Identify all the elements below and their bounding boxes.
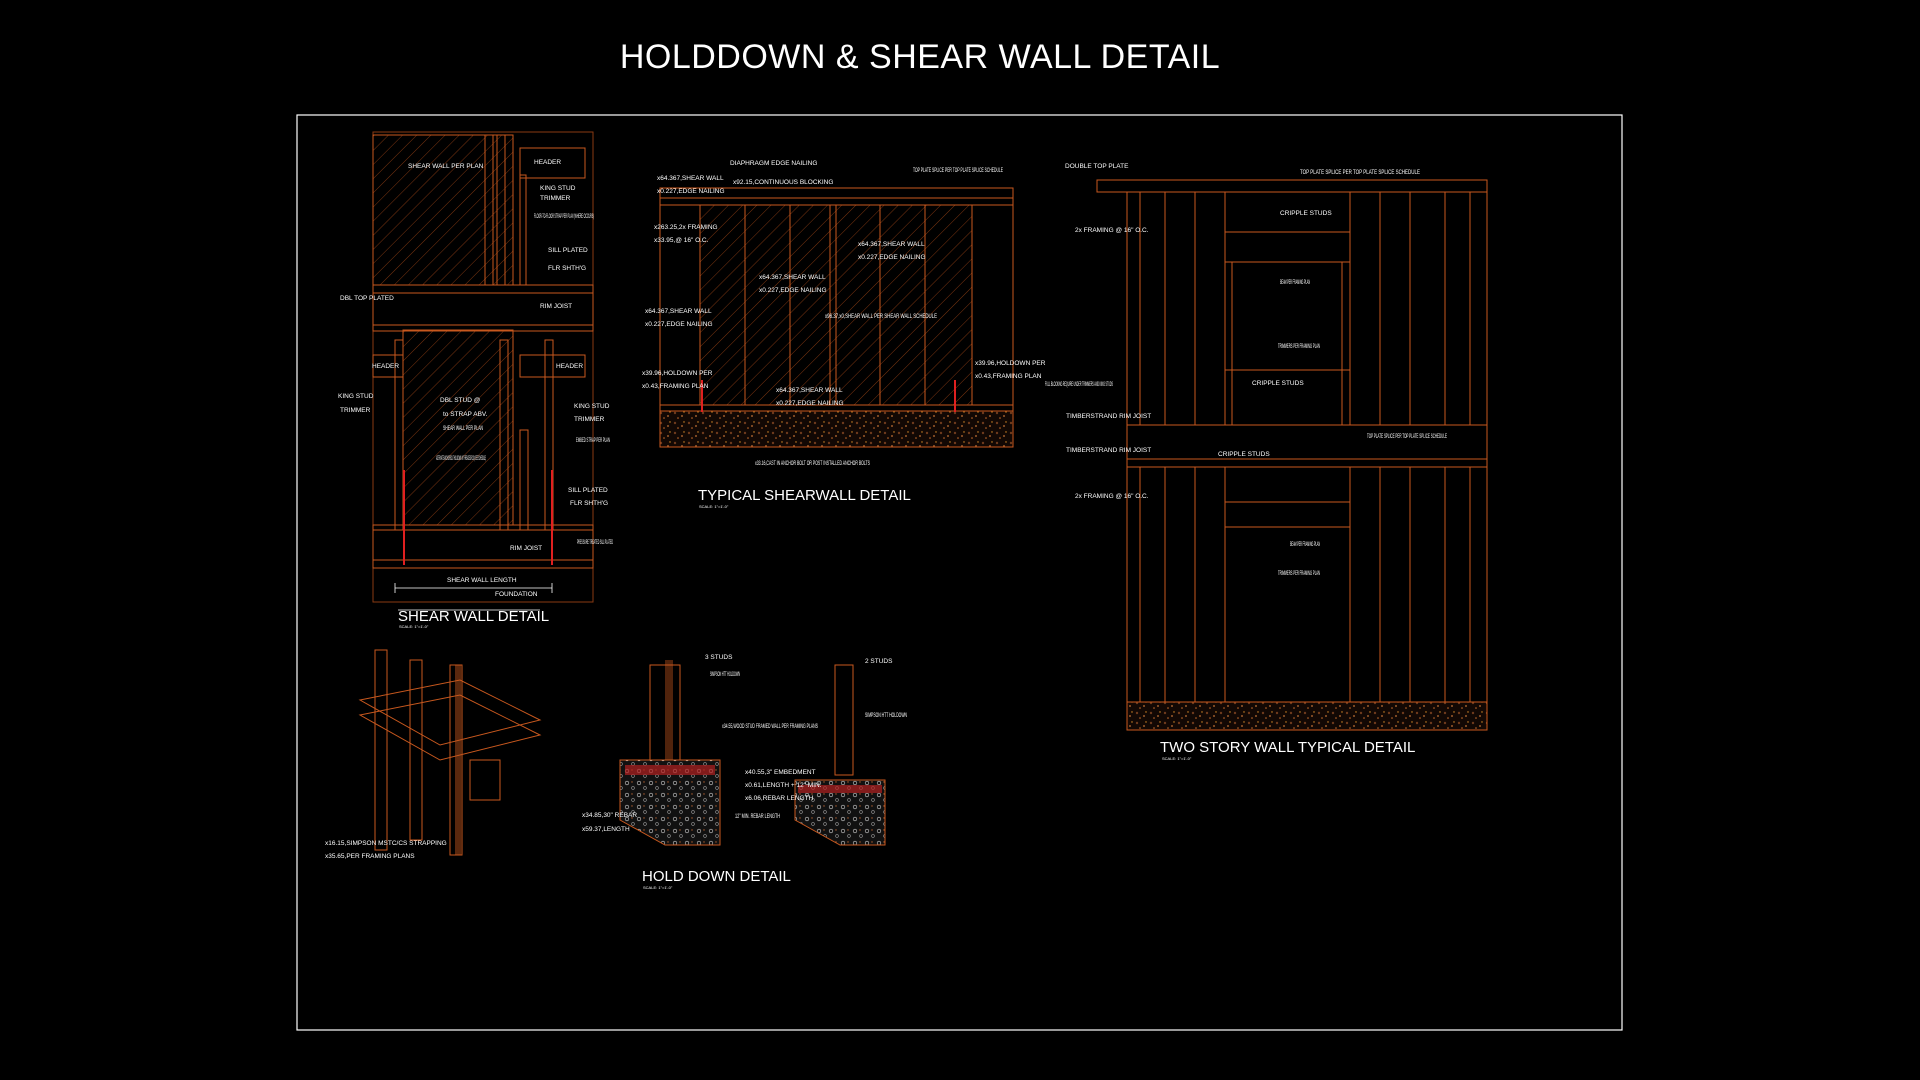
- callout: EMBED STRAP PER PLAN: [576, 437, 610, 444]
- callout: CRIPPLE STUDS: [1218, 451, 1270, 458]
- callout: FLR SHTH'G: [548, 265, 586, 272]
- callout: DBL STUD @: [440, 397, 481, 404]
- callout: 2x FRAMING @ 16" O.C.: [1075, 493, 1149, 500]
- shear-wall-detail[interactable]: [372, 131, 594, 611]
- callout: x39.96,HOLDOWN PER: [975, 360, 1046, 367]
- callout: x40.55,3" EMBEDMENT: [745, 769, 816, 776]
- callout: BEAM PER FRAMING PLAN: [1280, 279, 1310, 286]
- callout: HEADER: [534, 159, 561, 166]
- callout: TRIMMER: [340, 407, 371, 414]
- callout: x59.37,LENGTH: [582, 826, 630, 833]
- callout: x0.227,EDGE NAILING: [759, 287, 827, 294]
- callout: x96.37,x0,SHEAR WALL PER SHEAR WALL SCHE…: [825, 313, 937, 320]
- callout: to STRAP ABV.: [443, 411, 488, 418]
- typical-shearwall-title: TYPICAL SHEARWALL DETAIL: [698, 487, 911, 504]
- callout: x0.43,FRAMING PLAN: [975, 373, 1042, 380]
- callout: FLOOR-TO-FLOOR STRAP PER PLAN (WHERE OCC…: [534, 213, 594, 220]
- callout: TRIMMER: [540, 195, 571, 202]
- callout: x263.25,2x FRAMING: [654, 224, 718, 231]
- sheet-border: [296, 114, 1623, 1031]
- callout: x64.367,SHEAR WALL: [645, 308, 712, 315]
- hold-down-detail[interactable]: [619, 660, 886, 846]
- callout: 3 STUDS: [705, 654, 733, 661]
- callout: DIAPHRAGM EDGE NAILING: [730, 160, 817, 167]
- hold-down-labels: 3 STUDS SIMPSON HTT HOLDOWN x34.85,30" R…: [582, 654, 907, 890]
- callout: TRIMMER: [574, 416, 605, 423]
- callout: x0.43,FRAMING PLAN: [642, 383, 709, 390]
- two-story-wall-title: TWO STORY WALL TYPICAL DETAIL: [1160, 739, 1415, 756]
- callout: x35.65,PER FRAMING PLANS: [325, 853, 415, 860]
- callout: KING STUD: [540, 185, 576, 192]
- callout: RIM JOIST: [540, 303, 572, 310]
- scale-note: SCALE: 1"=1'-0": [643, 885, 673, 890]
- callout: SIMPSON HTT HOLDOWN: [865, 712, 907, 719]
- callout: x39.96,HOLDOWN PER: [642, 370, 713, 377]
- callout: x64.367,SHEAR WALL: [657, 175, 724, 182]
- callout: x64.367,SHEAR WALL: [858, 241, 925, 248]
- callout: TRIMMERS PER FRAMING PLAN: [1278, 570, 1320, 577]
- callout: x64.367,SHEAR WALL: [776, 387, 843, 394]
- callout: KING STUD: [574, 403, 610, 410]
- typical-shearwall-detail[interactable]: [659, 187, 1014, 448]
- callout: x0.227,EDGE NAILING: [657, 188, 725, 195]
- callout: PRESSURE TREATED SILL PLATED: [577, 539, 613, 546]
- callout: x0.61,LENGTH + 12" MIN.: [745, 782, 822, 789]
- callout: x0.227,EDGE NAILING: [858, 254, 926, 261]
- two-story-wall-labels: DOUBLE TOP PLATE TOP PLATE SPLICE PER TO…: [1045, 163, 1447, 761]
- callout: x0.227,EDGE NAILING: [776, 400, 844, 407]
- hold-down-title: HOLD DOWN DETAIL: [642, 868, 791, 885]
- shear-wall-detail-title: SHEAR WALL DETAIL: [398, 608, 549, 625]
- callout: ALTERNATE ANCHOR BOLT HOLDOWN W/ THREADE…: [436, 455, 486, 462]
- callout: SHEAR WALL PER PLAN: [443, 425, 483, 432]
- callout: x34.85,30" REBAR: [582, 812, 637, 819]
- two-story-wall-detail[interactable]: [1096, 179, 1488, 731]
- callout: HEADER: [372, 363, 399, 370]
- callout: 2 STUDS: [865, 658, 893, 665]
- callout: FLR SHTH'G: [570, 500, 608, 507]
- callout: SHEAR WALL PER PLAN: [408, 163, 484, 170]
- callout: CRIPPLE STUDS: [1280, 210, 1332, 217]
- callout: TIMBERSTRAND RIM JOIST: [1066, 447, 1151, 454]
- callout: x16.15,SIMPSON MSTC/CS STRAPPING: [325, 840, 447, 847]
- callout: KING STUD: [338, 393, 374, 400]
- callout: x92.15,CONTINUOUS BLOCKING: [733, 179, 833, 186]
- callout: SILL PLATED: [548, 247, 588, 254]
- scale-note: SCALE: 1"=1'-0": [1162, 756, 1192, 761]
- callout: TOP PLATE SPLICE PER TOP PLATE SPLICE SC…: [1300, 169, 1420, 176]
- callout: x33.95,@ 16" O.C.: [654, 237, 709, 244]
- callout: x6.06,REBAR LENGTH: [745, 795, 814, 802]
- scale-note: SCALE: 1"=1'-0": [699, 504, 729, 509]
- callout: FOUNDATION: [495, 591, 538, 598]
- callout: DOUBLE TOP PLATE: [1065, 163, 1129, 170]
- callout: 2x FRAMING @ 16" O.C.: [1075, 227, 1149, 234]
- callout: x33.16,CAST IN ANCHOR BOLT OR POST INSTA…: [755, 460, 870, 467]
- callout: TRIMMERS PER FRAMING PLAN: [1278, 343, 1320, 350]
- callout: FULL BLOCKING REQUIRE UNDER TRIMMERS AND…: [1045, 381, 1113, 388]
- scale-note: SCALE: 1"=1'-0": [399, 624, 429, 629]
- callout: TOP PLATE SPLICE PER TOP PLATE SPLICE SC…: [913, 167, 1003, 174]
- callout: CRIPPLE STUDS: [1252, 380, 1304, 387]
- callout: RIM JOIST: [510, 545, 542, 552]
- callout: x0.227,EDGE NAILING: [645, 321, 713, 328]
- callout: TIMBERSTRAND RIM JOIST: [1066, 413, 1151, 420]
- callout: x34.55,WOOD STUD FRAMED WALL PER FRAMING…: [722, 723, 818, 730]
- shear-wall-detail-labels: SHEAR WALL PER PLAN HEADER KING STUD TRI…: [338, 159, 613, 629]
- callout: SIMPSON HTT HOLDOWN: [710, 671, 740, 678]
- callout: HEADER: [556, 363, 583, 370]
- callout: SHEAR WALL LENGTH: [447, 577, 517, 584]
- callout: BEAM PER FRAMING PLAN: [1290, 541, 1320, 548]
- callout: DBL TOP PLATED: [340, 295, 394, 302]
- callout: SILL PLATED: [568, 487, 608, 494]
- page-title: HOLDDOWN & SHEAR WALL DETAIL: [619, 38, 1221, 76]
- typical-shearwall-labels: DIAPHRAGM EDGE NAILING TOP PLATE SPLICE …: [642, 160, 1046, 509]
- callout: x64.367,SHEAR WALL: [759, 274, 826, 281]
- callout: 12" MIN. REBAR LENGTH: [735, 813, 780, 820]
- strap-labels: x16.15,SIMPSON MSTC/CS STRAPPING x35.65,…: [325, 840, 447, 860]
- strap-isometric-detail[interactable]: [358, 649, 542, 856]
- callout: TOP PLATE SPLICE PER TOP PLATE SPLICE SC…: [1367, 433, 1447, 440]
